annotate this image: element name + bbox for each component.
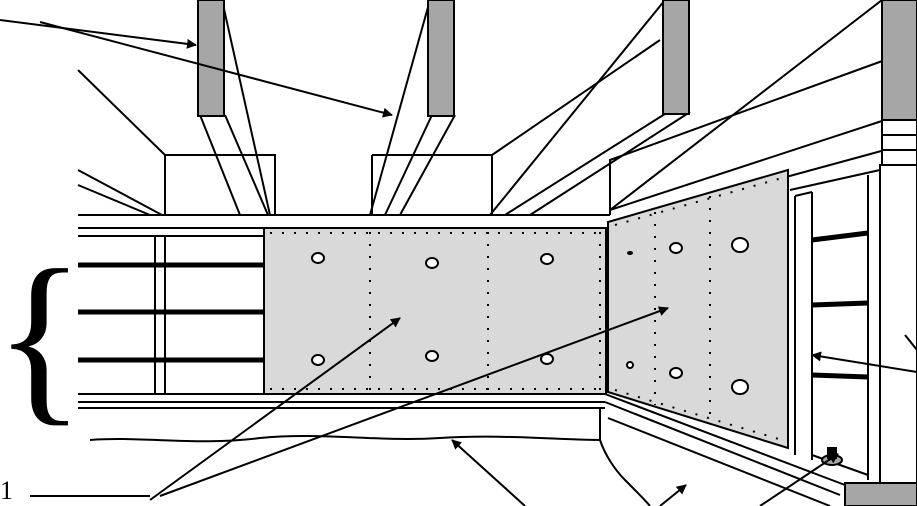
callout-number: 1: [0, 476, 13, 505]
right-wall-boards: [811, 230, 869, 380]
ground-line: [89, 435, 651, 506]
side-wall-panel: [607, 168, 789, 450]
brace-icon: {: [0, 232, 85, 442]
left-siding-boards: [78, 262, 265, 363]
right-column: [844, 119, 917, 506]
vertical-beams: [197, 0, 917, 121]
back-wall-panel: [263, 227, 607, 395]
ceiling-framing: [77, 0, 886, 226]
right-wall-framing: [789, 169, 881, 480]
right-edge-leader: [904, 334, 917, 351]
leader-arrows: [0, 19, 917, 506]
left-stud: [154, 236, 166, 394]
